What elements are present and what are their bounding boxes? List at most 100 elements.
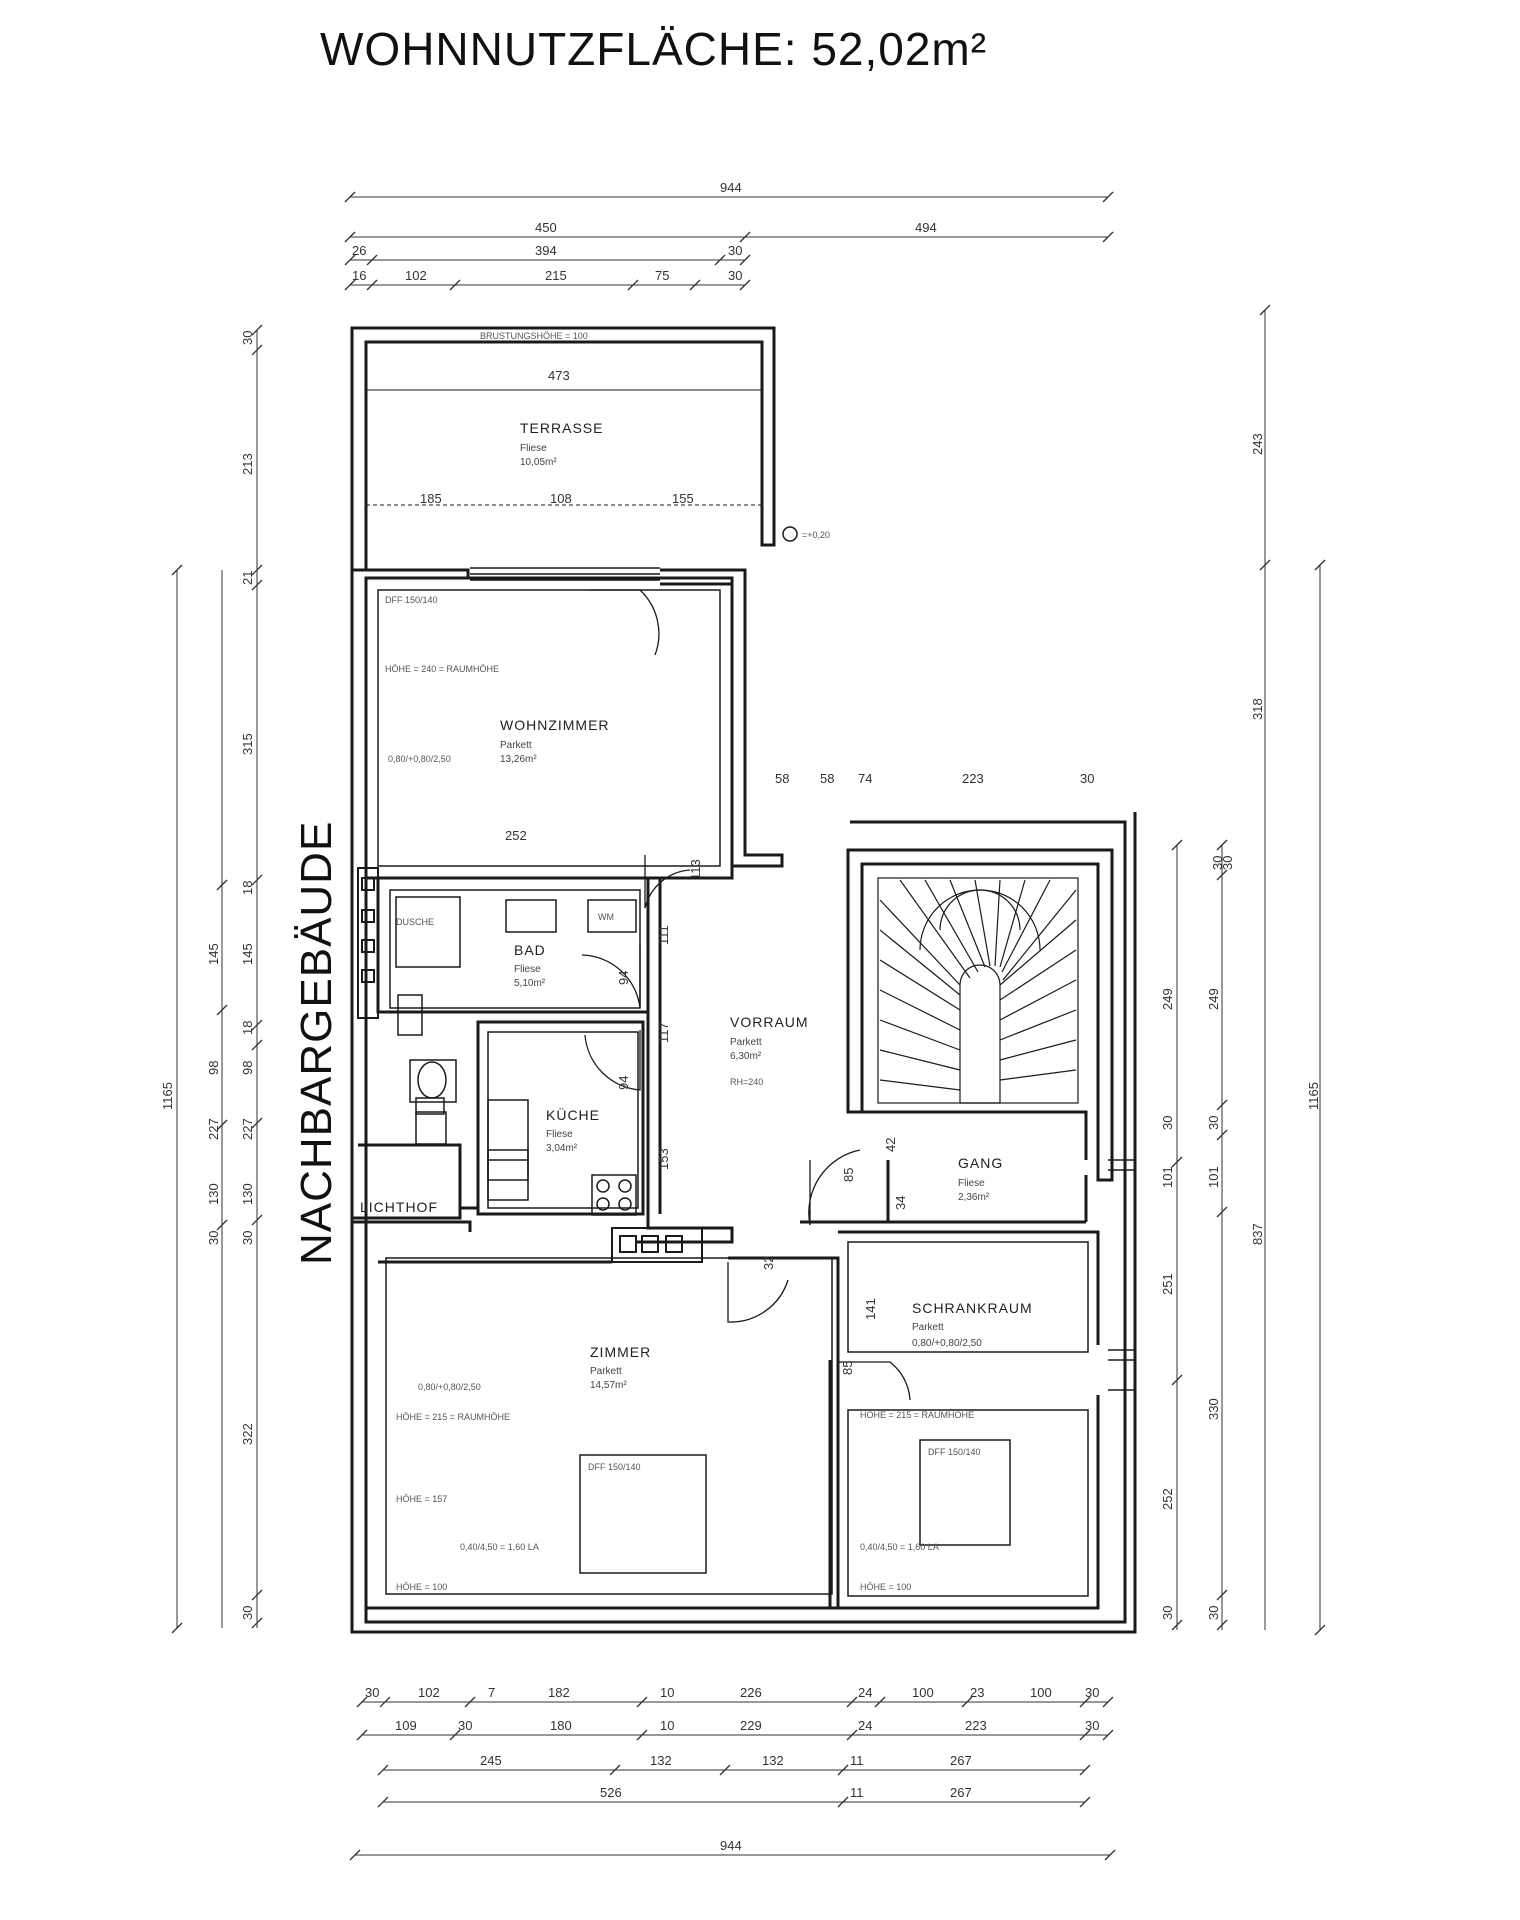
dim-l-18b: 18 (240, 1021, 255, 1035)
note-zimmer-window2: 0,40/4,50 = 1,60 LA (460, 1542, 539, 1552)
dim-mid-58b: 58 (820, 771, 834, 786)
dim-top-30b: 30 (728, 268, 742, 283)
dim-i-113: 113 (688, 859, 703, 880)
room-vorraum-material: Parkett (730, 1037, 762, 1048)
dim-r-30f: 30 (1160, 1606, 1175, 1620)
dim-i-94b: 94 (616, 1076, 631, 1090)
dim-i-34: 34 (893, 1196, 908, 1210)
left-dimension-labels: 30 213 21 315 18 145 145 18 98 98 227 22… (160, 331, 255, 1620)
page-title: WOHNNUTZFLÄCHE: 52,02m² (320, 23, 988, 75)
dim-b-11b: 11 (850, 1785, 864, 1800)
room-lichthof: LICHTHOF (360, 1199, 438, 1215)
dim-b-132a: 132 (650, 1753, 672, 1768)
dim-i-42: 42 (883, 1138, 898, 1152)
kitchen-appliances (487, 1099, 637, 1216)
note-hoehe-215: HÖHE = 215 = RAUMHÖHE (396, 1412, 510, 1422)
dim-mid-223: 223 (962, 771, 984, 786)
bath-fixtures (395, 896, 637, 1115)
terrace-marker (782, 526, 798, 542)
dim-l-145a: 145 (206, 943, 221, 965)
room-kueche: KÜCHE (546, 1106, 600, 1123)
right-dimension-labels: 30 243 318 30 249 249 30 30 101 101 251 … (1160, 433, 1321, 1620)
room-labels: TERRASSE Fliese 10,05m² WOHNZIMMER Parke… (360, 420, 1032, 1391)
room-gang-area: 2,36m² (958, 1192, 990, 1203)
note-terrasse-mark: =+0,20 (802, 530, 830, 540)
room-bad-material: Fliese (514, 964, 541, 975)
dim-b-23: 23 (970, 1685, 984, 1700)
dim-b-132b: 132 (762, 1753, 784, 1768)
dim-i-32: 32 (761, 1256, 776, 1270)
note-rh: RH=240 (730, 1077, 763, 1087)
dim-b-100b: 100 (1030, 1685, 1052, 1700)
dim-r-1165: 1165 (1306, 1082, 1321, 1110)
dim-r-251: 251 (1160, 1273, 1175, 1295)
dim-l-213: 213 (240, 453, 255, 475)
top-dimension-lines (344, 191, 1114, 291)
bottom-dimension-labels: 30 102 7 182 10 226 24 100 23 100 30 109… (365, 1685, 1099, 1853)
dim-top-450: 450 (535, 220, 557, 235)
dim-b-30d: 30 (1085, 1718, 1099, 1733)
note-dusche: DUSCHE (396, 917, 434, 927)
dim-i-111: 111 (656, 925, 671, 945)
dim-b-10b: 10 (660, 1718, 674, 1733)
dim-b-11a: 11 (850, 1753, 864, 1768)
dim-b-30b: 30 (1085, 1685, 1099, 1700)
dim-i-94a: 94 (616, 971, 631, 985)
room-kueche-material: Fliese (546, 1129, 573, 1140)
dim-r-30e: 30 (1206, 1606, 1221, 1620)
note-hoehe-sr: HÖHE = 215 = RAUMHÖHE (860, 1410, 974, 1420)
dim-l-227a: 227 (206, 1118, 221, 1140)
dim-b-30c: 30 (458, 1718, 472, 1733)
dim-b-109: 109 (395, 1718, 417, 1733)
dim-terrasse-108: 108 (550, 491, 572, 506)
dim-r-30a: 30 (1220, 856, 1235, 870)
dim-r-837: 837 (1250, 1223, 1265, 1245)
dim-b-30a: 30 (365, 1685, 379, 1700)
dim-i-117: 117 (656, 1022, 671, 1043)
note-hoehe-sr-low: HÖHE = 100 (860, 1582, 911, 1592)
room-wohnzimmer-area: 13,26m² (500, 754, 537, 765)
dim-b-102: 102 (418, 1685, 440, 1700)
dim-l-322: 322 (240, 1423, 255, 1445)
note-dff-zimmer: DFF 150/140 (588, 1462, 641, 1472)
note-hoehe-240: HÖHE = 240 = RAUMHÖHE (385, 664, 499, 674)
dim-l-30c: 30 (240, 1231, 255, 1245)
dim-i-153: 153 (656, 1148, 671, 1170)
room-wohnzimmer: WOHNZIMMER (500, 717, 610, 733)
dim-r-249a: 249 (1160, 988, 1175, 1010)
note-hoehe-100: HÖHE = 100 (396, 1582, 447, 1592)
inner-dimension-labels: 111 117 153 113 94 94 141 42 85 32 34 85 (616, 859, 908, 1375)
dim-l-98b: 98 (240, 1061, 255, 1075)
room-schrankraum-material: Parkett (912, 1322, 944, 1333)
dim-top-30a: 30 (728, 243, 742, 258)
dim-l-315: 315 (240, 733, 255, 755)
room-zimmer-area: 14,57m² (590, 1380, 627, 1391)
skylights (579, 1439, 1011, 1574)
dim-terrasse-155: 155 (672, 491, 694, 506)
outer-walls (350, 326, 1137, 1634)
dim-mid-30: 30 (1080, 771, 1094, 786)
dim-b-24b: 24 (858, 1718, 872, 1733)
room-bad: BAD (514, 942, 546, 958)
dim-l-1165: 1165 (160, 1082, 175, 1110)
dim-top-394: 394 (535, 243, 557, 258)
dim-r-318: 318 (1250, 698, 1265, 720)
dim-r-30c: 30 (1160, 1116, 1175, 1130)
dim-l-30: 30 (240, 331, 255, 345)
lichthof-walls (352, 1111, 478, 1232)
dim-i-85a: 85 (841, 1168, 856, 1182)
bottom-dimension-lines (349, 1696, 1116, 1861)
note-zimmer-window: 0,80/+0,80/2,50 (418, 1382, 481, 1392)
dim-b-267b: 267 (950, 1785, 972, 1800)
door-swings (581, 589, 911, 1401)
room-terrasse: TERRASSE (520, 420, 603, 436)
dim-b-total: 944 (720, 1838, 742, 1853)
top-dimension-labels: 944 450 494 26 394 30 16 102 215 75 30 4… (352, 180, 1094, 843)
dim-mid-74: 74 (858, 771, 872, 786)
room-zimmer-material: Parkett (590, 1366, 622, 1377)
chimney-flues (357, 867, 703, 1263)
dim-l-130a: 130 (206, 1183, 221, 1205)
room-terrasse-area: 10,05m² (520, 457, 557, 468)
dim-b-245: 245 (480, 1753, 502, 1768)
